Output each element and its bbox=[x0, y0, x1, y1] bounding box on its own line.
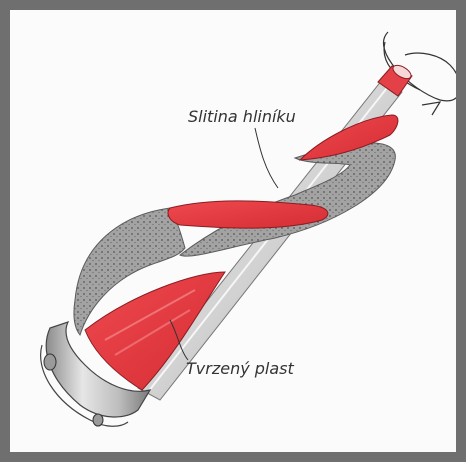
label-hardened-plastic: Tvrzený plast bbox=[186, 359, 295, 378]
turbine-sketch: Slitina hliníku Tvrzený plast bbox=[10, 10, 456, 452]
label-aluminum-alloy: Slitina hliníku bbox=[188, 107, 296, 126]
sketch-paper: Slitina hliníku Tvrzený plast bbox=[10, 10, 456, 452]
